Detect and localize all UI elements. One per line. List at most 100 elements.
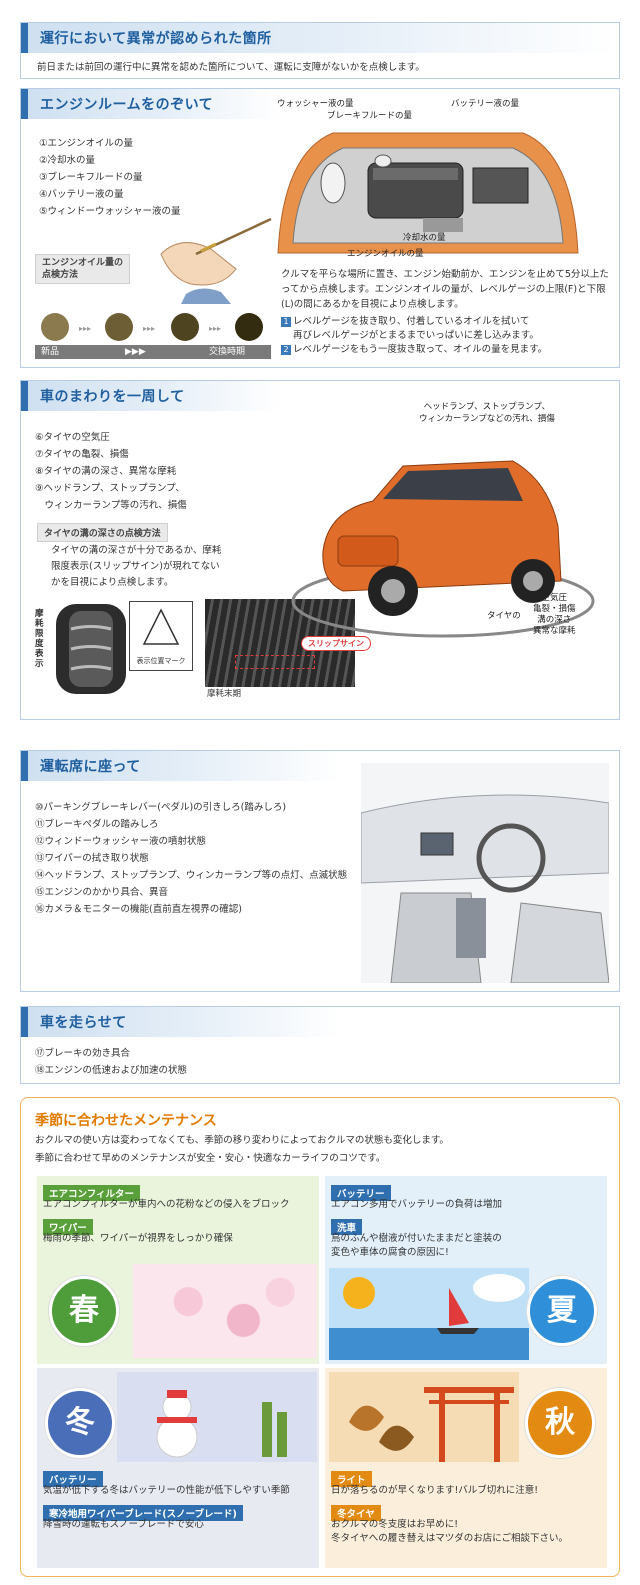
- list-item: ⑦タイヤの亀裂、損傷: [35, 449, 129, 460]
- list-item: ウィンカーランプ等の汚れ、損傷: [35, 500, 187, 511]
- list-item: ⑬ワイパーの拭き取り状態: [35, 853, 149, 864]
- step-1-badge: 1: [281, 317, 291, 327]
- lamp-check-label: ヘッドランプ、ストップランプ、 ウィンカーランプなどの汚れ、損傷: [419, 402, 555, 424]
- suv-illustration: [291, 460, 595, 638]
- svg-text:▸▸▸: ▸▸▸: [143, 324, 155, 333]
- list-item: ⑨ヘッドランプ、ストップランプ、: [35, 483, 185, 494]
- section-header: 運転席に座って: [21, 751, 341, 781]
- list-item: ④バッテリー液の量: [39, 189, 124, 200]
- oil-new-label: 新品: [41, 347, 60, 357]
- section-abnormal: 運行において異常が認められた箇所 前日または前回の運行中に異常を認めた箇所につい…: [20, 22, 620, 79]
- section-title: エンジンルームをのぞいて: [40, 97, 214, 113]
- mark-box: 表示位置マーク: [129, 601, 193, 671]
- triangle-mark-icon: [142, 608, 180, 645]
- winter-circle: 冬: [45, 1388, 115, 1458]
- seasonal-title: 季節に合わせたメンテナンス: [35, 1113, 217, 1129]
- autumn-text-light: 日が落ちるのが早くなります!バルブ切れに注意!: [331, 1485, 539, 1496]
- engine-desc: クルマを平らな場所に置き、エンジン始動前か、エンジンを止めて5分以上たってから点…: [281, 269, 609, 310]
- oil-mid-dot: [105, 313, 133, 341]
- brake-fluid-label: ブレーキフルードの量: [327, 111, 413, 121]
- list-item: ⑯カメラ＆モニターの機能(直前直左視界の確認): [35, 904, 242, 915]
- autumn-text-tire-1: おクルマの冬支度はお早めに!: [331, 1519, 459, 1530]
- spring-tag-wiper: ワイパー: [43, 1219, 93, 1235]
- driver-check-list: ⑩パーキングブレーキレバー(ペダル)の引きしろ(踏みしろ) ⑪ブレーキペダルの踏…: [35, 799, 347, 918]
- cherry-blossom-image: [133, 1264, 317, 1358]
- section-header: エンジンルームをのぞいて: [21, 89, 281, 119]
- step-2-badge: 2: [281, 345, 291, 355]
- oil-new-dot: [41, 313, 69, 341]
- summer-text-wash-1: 鳥のふんや樹液が付いたままだと塗装の: [331, 1233, 502, 1244]
- summer-text-wash-2: 変色や車体の腐食の原因に!: [331, 1247, 449, 1258]
- oil-aged-dot: [171, 313, 199, 341]
- section-title: 運行において異常が認められた箇所: [40, 31, 272, 47]
- section-seasonal-maintenance: 季節に合わせたメンテナンス おクルマの使い方は変わってなくても、季節の移り変わり…: [20, 1097, 620, 1577]
- tread-check-tag: タイヤの溝の深さの点検方法: [37, 521, 168, 542]
- oil-check-tag: エンジンオイル量の 点検方法: [35, 254, 145, 284]
- seasonal-desc-2: 季節に合わせて早めのメンテナンスが安全・安心・快適なカーライフのコツです。: [35, 1153, 386, 1164]
- oil-scale-bar: 新品 ▶▶▶ 交換時期: [35, 345, 271, 359]
- oil-change-dot: [235, 313, 263, 341]
- list-item: ⑧タイヤの溝の深さ、異常な摩耗: [35, 466, 177, 477]
- summer-circle: 夏: [527, 1276, 597, 1346]
- engine-check-list: ①エンジンオイルの量 ②冷却水の量 ③ブレーキフルードの量 ④バッテリー液の量 …: [39, 135, 181, 220]
- seasonal-desc-1: おクルマの使い方は変わってなくても、季節の移り変わりによっておクルマの状態も変化…: [35, 1135, 449, 1146]
- section-driving: 車を走らせて ⑰ブレーキの効き具合 ⑱エンジンの低速および加速の状態: [20, 1006, 620, 1084]
- section-desc: 前日または前回の運行中に異常を認めた箇所について、運転に支障がないかを点検します…: [37, 62, 425, 73]
- svg-text:▸▸▸: ▸▸▸: [209, 324, 221, 333]
- tire-label: タイヤの: [487, 611, 521, 621]
- autumn-torii-image: [329, 1372, 519, 1462]
- section-title: 車のまわりを一周して: [40, 389, 185, 405]
- driving-check-list: ⑰ブレーキの効き具合 ⑱エンジンの低速および加速の状態: [35, 1045, 187, 1079]
- winter-text-battery: 気温が低下する冬はバッテリーの性能が低下しやすい季節: [43, 1485, 290, 1496]
- spring-card: エアコンフィルター エアコンフィルターが車内への花粉などの侵入をブロック ワイパ…: [37, 1176, 319, 1364]
- section-engine-room: エンジンルームをのぞいて ①エンジンオイルの量 ②冷却水の量 ③ブレーキフルード…: [20, 88, 620, 368]
- spring-text-filter: エアコンフィルターが車内への花粉などの侵入をブロック: [43, 1199, 290, 1210]
- list-item: ③ブレーキフルードの量: [39, 172, 143, 183]
- winter-text-snowblade: 降雪時の運転もスノーブレードで安心: [43, 1519, 204, 1530]
- winter-card: 冬 バッテリー 気温が低下する冬はバッテリーの性能が低下しやすい季節 寒冷地用ワ…: [37, 1368, 319, 1568]
- list-item: ⑥タイヤの空気圧: [35, 432, 110, 443]
- section-header: 車を走らせて: [21, 1007, 341, 1037]
- summer-text-battery: エアコン多用でバッテリーの負荷は増加: [331, 1199, 503, 1210]
- list-item: ⑮エンジンのかかり具合、異音: [35, 887, 169, 898]
- list-item: ⑱エンジンの低速および加速の状態: [35, 1065, 188, 1076]
- engine-oil-label: エンジンオイルの量: [347, 249, 424, 259]
- spring-circle: 春: [49, 1276, 119, 1346]
- washer-label: ウォッシャー液の量: [277, 99, 354, 109]
- tire-side-icon: [56, 604, 126, 694]
- svg-text:▸▸▸: ▸▸▸: [79, 324, 91, 333]
- summer-sea-image: [329, 1268, 529, 1360]
- coolant-label: 冷却水の量: [403, 233, 446, 243]
- spring-text-wiper: 梅雨の季節、ワイパーが視界をしっかり確保: [43, 1233, 233, 1244]
- section-title: 運転席に座って: [40, 759, 141, 775]
- summer-card: バッテリー エアコン多用でバッテリーの負荷は増加 洗車 鳥のふんや樹液が付いたま…: [325, 1176, 607, 1364]
- slip-sign-label: スリップサイン: [301, 636, 371, 651]
- tread-check-label: タイヤの溝の深さの点検方法: [37, 523, 168, 542]
- battery-label: バッテリー液の量: [451, 99, 520, 109]
- cockpit-illustration: [361, 763, 609, 983]
- list-item: ⑪ブレーキペダルの踏みしろ: [35, 819, 159, 830]
- wear-end-label: 摩耗末期: [207, 689, 242, 699]
- list-item: ①エンジンオイルの量: [39, 138, 134, 149]
- autumn-tag-tire: 冬タイヤ: [331, 1505, 381, 1521]
- section-walk-around: 車のまわりを一周して ⑥タイヤの空気圧 ⑦タイヤの亀裂、損傷 ⑧タイヤの溝の深さ…: [20, 380, 620, 720]
- tire-checks-label: 空気圧 亀裂・損傷 溝の深さ 異常な摩耗: [533, 593, 576, 636]
- list-item: ②冷却水の量: [39, 155, 96, 166]
- wear-limit-label: 摩耗限度表示: [35, 609, 44, 669]
- winter-snowman-image: [117, 1372, 317, 1462]
- section-header: 車のまわりを一周して: [21, 381, 281, 411]
- step-1b: 再びレベルゲージがとまるまでいっぱいに差し込みます。: [293, 330, 539, 341]
- oil-color-scale: ▸▸▸ ▸▸▸ ▸▸▸: [41, 313, 263, 341]
- list-item: ⑩パーキングブレーキレバー(ペダル)の引きしろ(踏みしろ): [35, 802, 287, 813]
- dipstick-hand-illustration: [160, 217, 272, 304]
- mark-position-label: 表示位置マーク: [136, 657, 186, 665]
- list-item: ⑰ブレーキの効き具合: [35, 1048, 131, 1059]
- oil-change-label: 交換時期: [209, 347, 246, 357]
- list-item: ⑫ウィンドーウォッシャー液の噴射状態: [35, 836, 207, 847]
- autumn-tag-light: ライト: [331, 1471, 372, 1487]
- list-item: ⑤ウィンドーウォッシャー液の量: [39, 206, 181, 217]
- summer-tag-battery: バッテリー: [331, 1185, 391, 1201]
- oil-check-label: エンジンオイル量の 点検方法: [35, 254, 131, 284]
